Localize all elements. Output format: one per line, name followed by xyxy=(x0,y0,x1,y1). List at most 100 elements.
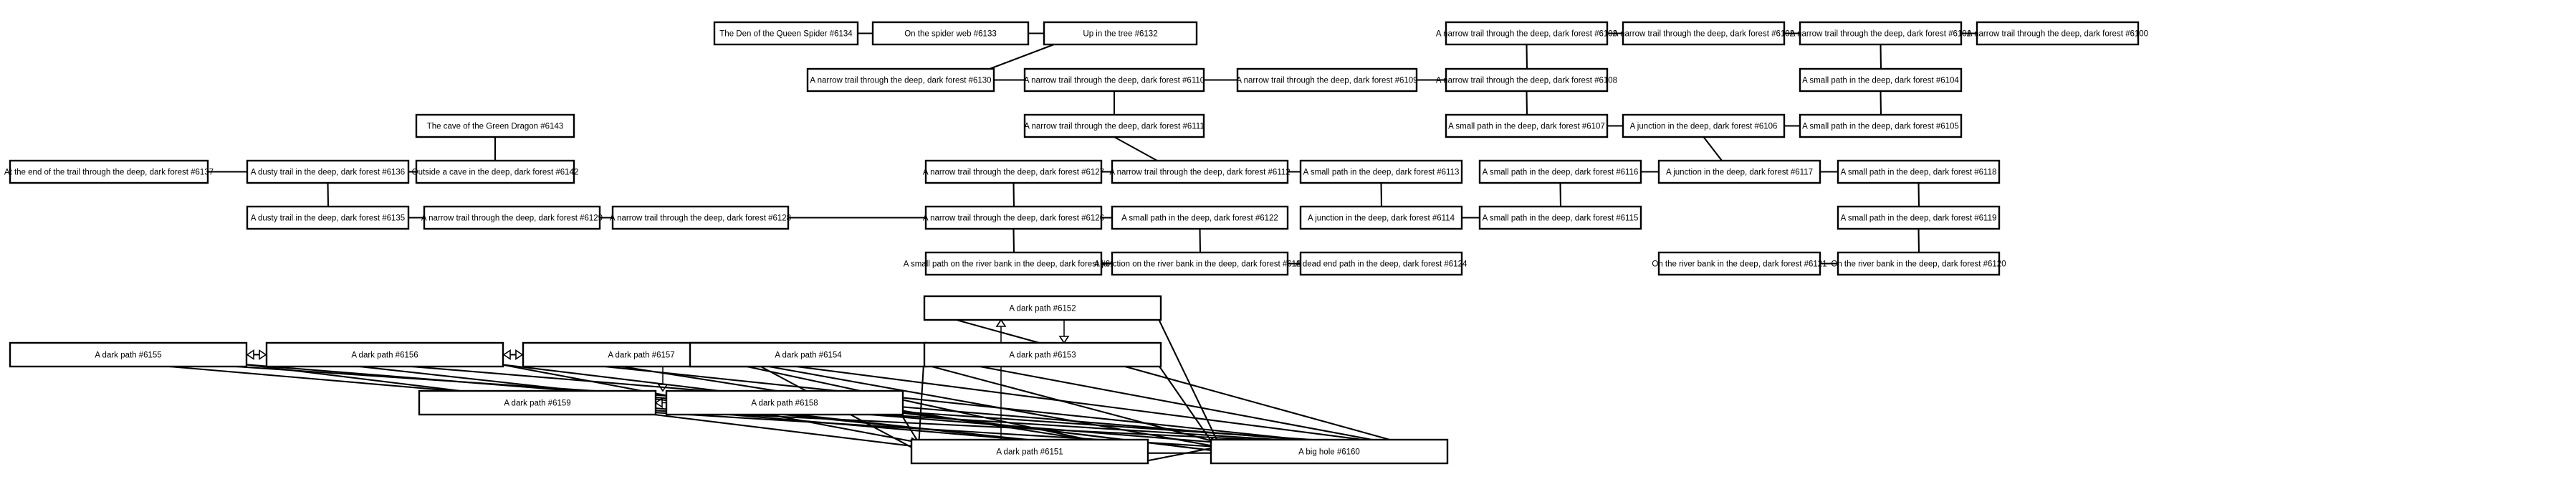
node-box[interactable] xyxy=(1657,251,1821,276)
graph-node[interactable]: A junction in the deep, dark forest #611… xyxy=(1299,205,1463,230)
node-box[interactable] xyxy=(1976,21,2140,46)
graph-node[interactable]: A small path in the deep, dark forest #6… xyxy=(1837,159,2001,184)
graph-node[interactable]: Outside a cave in the deep, dark forest … xyxy=(412,159,579,184)
node-box[interactable] xyxy=(1799,113,1963,138)
node-box[interactable] xyxy=(418,389,657,416)
graph-node[interactable]: A narrow trail through the deep, dark fo… xyxy=(1023,67,1205,93)
node-box[interactable] xyxy=(871,21,1030,46)
graph-node[interactable]: A small path in the deep, dark forest #6… xyxy=(1478,205,1642,230)
node-box[interactable] xyxy=(1210,438,1449,465)
graph-node[interactable]: A small path in the deep, dark forest #6… xyxy=(1445,113,1609,138)
graph-node[interactable]: On the river bank in the deep, dark fore… xyxy=(1831,251,2006,276)
graph-node[interactable]: A narrow trail through the deep, dark fo… xyxy=(1613,21,1794,46)
graph-node[interactable]: A dark path #6158 xyxy=(665,389,904,416)
node-box[interactable] xyxy=(246,159,410,184)
node-box[interactable] xyxy=(923,341,1162,368)
graph-node[interactable]: A big hole #6160 xyxy=(1210,438,1449,465)
node-box[interactable] xyxy=(265,341,504,368)
graph-node[interactable]: A small path in the deep, dark forest #6… xyxy=(1799,67,1963,93)
node-box[interactable] xyxy=(1111,205,1289,230)
node-box[interactable] xyxy=(415,113,575,138)
graph-node[interactable]: A dark path #6152 xyxy=(923,295,1162,321)
tree-edge xyxy=(1114,136,1158,161)
node-box[interactable] xyxy=(924,251,1103,276)
graph-node[interactable]: A junction in the deep, dark forest #610… xyxy=(1622,113,1786,138)
graph-node[interactable]: A dead end path in the deep, dark forest… xyxy=(1296,251,1467,276)
node-box[interactable] xyxy=(1657,159,1821,184)
node-box[interactable] xyxy=(1799,67,1963,93)
node-box[interactable] xyxy=(1799,21,1963,46)
node-box[interactable] xyxy=(1299,251,1463,276)
graph-node[interactable]: A narrow trail through the deep, dark fo… xyxy=(1436,21,1617,46)
node-box[interactable] xyxy=(1043,21,1198,46)
node-box[interactable] xyxy=(689,341,928,368)
graph-node[interactable]: A narrow trail through the deep, dark fo… xyxy=(610,205,791,230)
node-box[interactable] xyxy=(1622,21,1786,46)
node-box[interactable] xyxy=(1837,251,2001,276)
node-box[interactable] xyxy=(1622,113,1786,138)
node-box[interactable] xyxy=(806,67,995,93)
graph-node[interactable]: A narrow trail through the deep, dark fo… xyxy=(923,205,1104,230)
node-box[interactable] xyxy=(9,341,248,368)
node-box[interactable] xyxy=(924,205,1103,230)
node-box[interactable] xyxy=(415,159,575,184)
node-box[interactable] xyxy=(246,205,410,230)
node-layer[interactable]: The Den of the Queen Spider #6134 On the … xyxy=(4,21,2148,465)
node-box[interactable] xyxy=(1111,159,1289,184)
graph-node[interactable]: A dark path #6155 xyxy=(9,341,248,368)
node-box[interactable] xyxy=(1837,159,2001,184)
graph-node[interactable]: A small path in the deep, dark forest #6… xyxy=(1299,159,1463,184)
graph-node[interactable]: A narrow trail through the deep, dark fo… xyxy=(923,159,1104,184)
graph-node[interactable]: A small path on the river bank in the de… xyxy=(904,251,1124,276)
node-box[interactable] xyxy=(713,21,859,46)
node-box[interactable] xyxy=(423,205,601,230)
node-box[interactable] xyxy=(1299,205,1463,230)
node-box[interactable] xyxy=(1023,67,1205,93)
graph-node[interactable]: On the river bank in the deep, dark fore… xyxy=(1652,251,1827,276)
graph-node[interactable]: A narrow trail through the deep, dark fo… xyxy=(1109,159,1291,184)
tangle-edge xyxy=(1144,445,1219,463)
graph-node[interactable]: A junction in the deep, dark forest #611… xyxy=(1657,159,1821,184)
node-box[interactable] xyxy=(665,389,904,416)
node-box[interactable] xyxy=(1837,205,2001,230)
graph-node[interactable]: A small path in the deep, dark forest #6… xyxy=(1478,159,1642,184)
graph-node[interactable]: A small path in the deep, dark forest #6… xyxy=(1799,113,1963,138)
graph-node[interactable]: A narrow trail through the deep, dark fo… xyxy=(1236,67,1418,93)
graph-node[interactable]: A narrow trail through the deep, dark fo… xyxy=(1967,21,2148,46)
node-box[interactable] xyxy=(923,295,1162,321)
graph-node[interactable]: Up in the tree #6132 xyxy=(1043,21,1198,46)
node-box[interactable] xyxy=(910,438,1149,465)
graph-node[interactable]: A dark path #6153 xyxy=(923,341,1162,368)
graph-node[interactable]: A narrow trail through the deep, dark fo… xyxy=(806,67,995,93)
graph-node[interactable]: A small path in the deep, dark forest #6… xyxy=(1111,205,1289,230)
node-box[interactable] xyxy=(1478,205,1642,230)
node-box[interactable] xyxy=(924,159,1103,184)
graph-node[interactable]: A narrow trail through the deep, dark fo… xyxy=(421,205,603,230)
graph-node[interactable]: A dark path #6156 xyxy=(265,341,504,368)
graph-node[interactable]: A narrow trail through the deep, dark fo… xyxy=(1436,67,1617,93)
node-box[interactable] xyxy=(1445,113,1609,138)
graph-node[interactable]: The cave of the Green Dragon #6143 xyxy=(415,113,575,138)
node-box[interactable] xyxy=(1236,67,1418,93)
graph-node[interactable]: At the end of the trail through the deep… xyxy=(4,159,214,184)
graph-node[interactable]: A narrow trail through the deep, dark fo… xyxy=(1023,113,1205,138)
node-box[interactable] xyxy=(1445,21,1609,46)
graph-node[interactable]: A junction on the river bank in the deep… xyxy=(1094,251,1306,276)
graph-node[interactable]: A small path in the deep, dark forest #6… xyxy=(1837,205,2001,230)
graph-node[interactable]: A dusty trail in the deep, dark forest #… xyxy=(246,159,410,184)
node-box[interactable] xyxy=(611,205,790,230)
node-box[interactable] xyxy=(1023,113,1205,138)
node-box[interactable] xyxy=(1478,159,1642,184)
graph-node[interactable]: A narrow trail through the deep, dark fo… xyxy=(1790,21,1971,46)
graph-node[interactable]: A dark path #6154 xyxy=(689,341,928,368)
node-box[interactable] xyxy=(1445,67,1609,93)
node-box[interactable] xyxy=(9,159,209,184)
graph-node[interactable]: The Den of the Queen Spider #6134 xyxy=(713,21,859,46)
node-box[interactable] xyxy=(1299,159,1463,184)
graph-node[interactable]: On the spider web #6133 xyxy=(871,21,1030,46)
graph-node[interactable]: A dark path #6151 xyxy=(910,438,1149,465)
graph-node[interactable]: A dark path #6159 xyxy=(418,389,657,416)
graph-node[interactable]: A dusty trail in the deep, dark forest #… xyxy=(246,205,410,230)
node-box[interactable] xyxy=(1111,251,1289,276)
